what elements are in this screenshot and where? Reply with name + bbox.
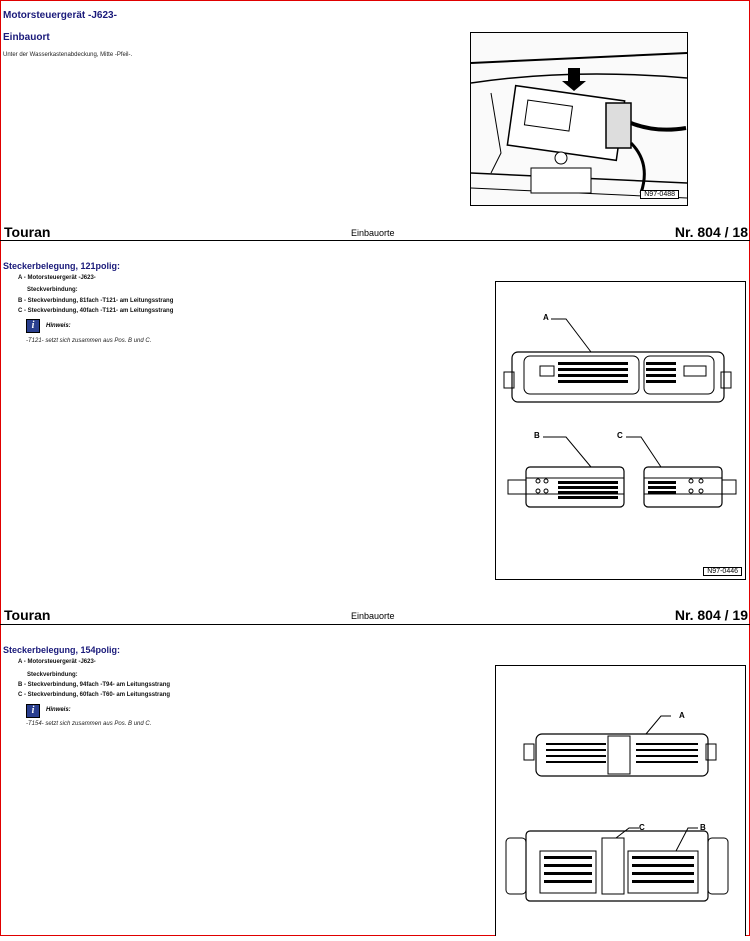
section-title-121: Steckerbelegung, 121polig:	[3, 261, 121, 271]
legend-item-steckverbindung: Steckverbindung:	[27, 672, 78, 678]
legend-item-steckverbindung: Steckverbindung:	[27, 287, 78, 293]
connector-121-drawing: A B C	[503, 313, 737, 508]
hint-text: -T154- setzt sich zusammen aus Pos. B un…	[26, 721, 152, 727]
legend-item-b: B - Steckverbindung, 81fach -T121- am Le…	[18, 298, 174, 304]
legend-item-a: A - Motorsteuergerät -J623-	[18, 275, 96, 281]
connector-154-figure: A C B	[495, 665, 746, 936]
footer-category: Einbauorte	[351, 611, 395, 621]
hint-label: Hinweis:	[46, 707, 71, 713]
legend-item-c: C - Steckverbindung, 60fach -T60- am Lei…	[18, 692, 171, 698]
divider	[0, 240, 750, 241]
page-footer-19: Touran Einbauorte Nr. 804 / 19	[0, 607, 750, 627]
footer-model: Touran	[4, 224, 51, 240]
footer-category: Einbauorte	[351, 228, 395, 238]
info-icon: i	[26, 319, 40, 333]
figure-label-a: A	[543, 313, 549, 322]
legend-item-a: A - Motorsteuergerät -J623-	[18, 659, 96, 665]
footer-page-number: Nr. 804 / 19	[674, 607, 748, 623]
legend-item-c: C - Steckverbindung, 40fach -T121- am Le…	[18, 308, 174, 314]
figure-label-c: C	[639, 823, 645, 832]
section-title-154: Steckerbelegung, 154polig:	[3, 645, 121, 655]
figure-label-a: A	[679, 711, 685, 720]
divider	[0, 624, 750, 625]
hint-text: -T121- setzt sich zusammen aus Pos. B un…	[26, 338, 152, 344]
figure-code: N97-0488	[640, 190, 679, 199]
figure-label-b: B	[534, 431, 540, 440]
figure-code: N97-0446	[703, 567, 742, 576]
connector-121-figure: A B C N97-0446	[495, 281, 746, 580]
legend-item-b: B - Steckverbindung, 94fach -T94- am Lei…	[18, 682, 171, 688]
page-footer-18: Touran Einbauorte Nr. 804 / 18	[0, 224, 750, 244]
info-icon: i	[26, 704, 40, 718]
location-description: Unter der Wasserkastenabdeckung, Mitte -…	[3, 52, 133, 58]
section-title-j623: Motorsteuergerät -J623-	[3, 10, 117, 21]
hint-label: Hinweis:	[46, 323, 71, 329]
figure-label-b: B	[700, 823, 706, 832]
engine-bay-drawing	[470, 33, 688, 205]
footer-model: Touran	[4, 607, 51, 623]
footer-page-number: Nr. 804 / 18	[674, 224, 748, 240]
install-location-figure: N97-0488	[470, 32, 688, 206]
connector-154-drawing: A C B	[505, 711, 729, 902]
figure-label-c: C	[617, 431, 623, 440]
section-subtitle-einbauort: Einbauort	[3, 32, 50, 43]
